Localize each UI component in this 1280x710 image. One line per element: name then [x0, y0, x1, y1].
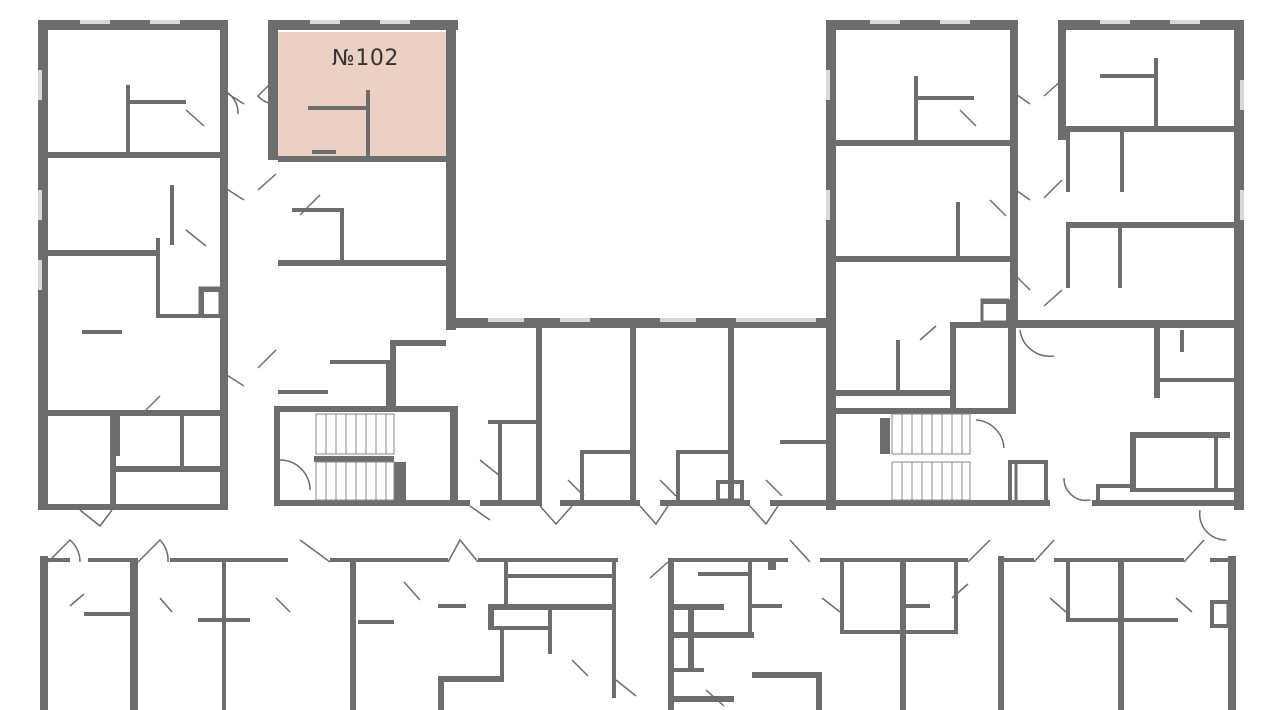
staircase-left — [315, 413, 395, 501]
windows — [38, 20, 1244, 322]
unit-102-highlight[interactable] — [278, 32, 446, 156]
interior-walls — [48, 58, 1244, 506]
fixtures — [198, 286, 1230, 628]
outer-walls — [38, 20, 1244, 510]
staircase-right — [891, 413, 971, 501]
lower-door-swings — [47, 538, 1205, 707]
door-swings — [79, 77, 1227, 541]
unit-label: №102 — [332, 46, 399, 71]
lower-block-walls — [40, 556, 1236, 710]
